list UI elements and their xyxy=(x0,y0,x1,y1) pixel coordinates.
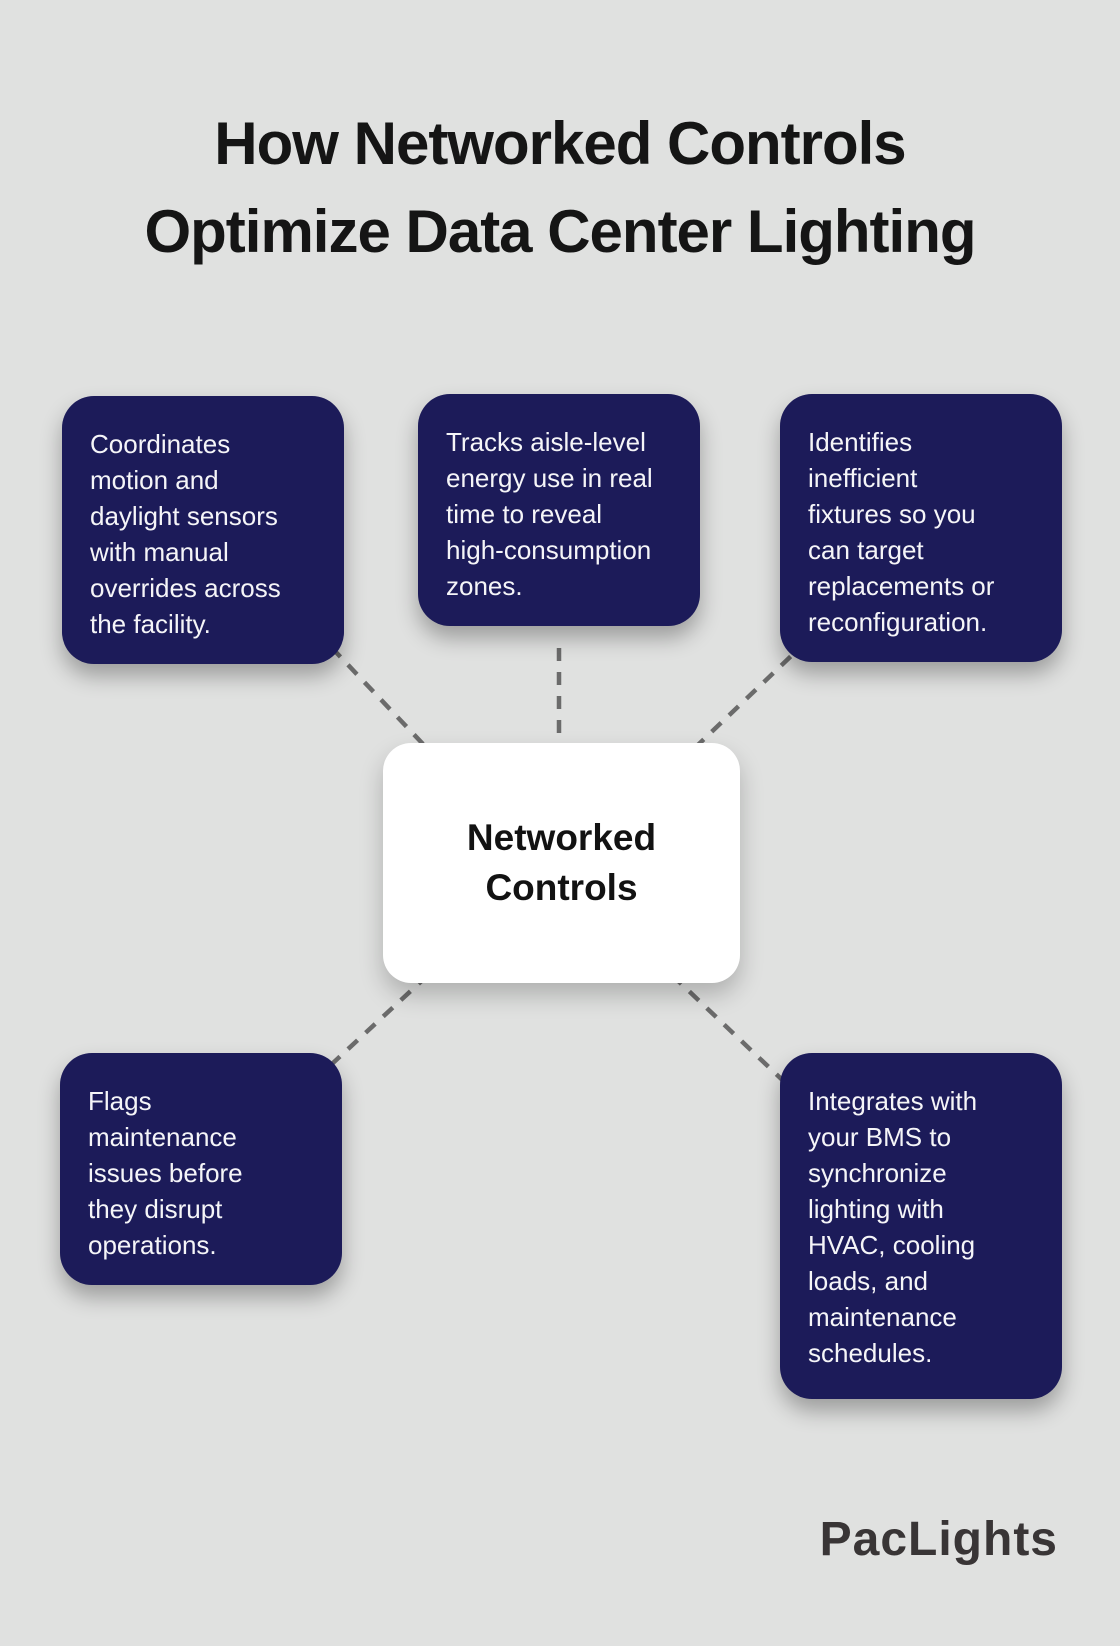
page-title-line-2: Optimize Data Center Lighting xyxy=(144,198,976,265)
benefit-box-bottom-right: Integrates with your BMS to synchronize … xyxy=(780,1053,1062,1399)
benefit-text-bottom-left: Flags maintenance issues before they dis… xyxy=(88,1086,243,1260)
benefit-text-top-center: Tracks aisle-level energy use in real ti… xyxy=(446,427,653,601)
brand-logo: PacLights xyxy=(819,1513,1058,1566)
benefit-box-bottom-left: Flags maintenance issues before they dis… xyxy=(60,1053,342,1285)
benefit-text-top-right: Identifies inefficient fixtures so you c… xyxy=(808,427,995,637)
benefit-box-top-left: Coordinates motion and daylight sensors … xyxy=(62,396,344,664)
connector-line-bottom-right xyxy=(670,973,797,1094)
benefit-box-top-right: Identifies inefficient fixtures so you c… xyxy=(780,394,1062,662)
benefit-text-bottom-right: Integrates with your BMS to synchronize … xyxy=(808,1086,978,1368)
connector-line-bottom-left xyxy=(318,973,430,1077)
page-title-line-1: How Networked Controls xyxy=(214,110,906,177)
center-node: Networked Controls xyxy=(383,743,740,983)
benefit-text-top-left: Coordinates motion and daylight sensors … xyxy=(90,429,281,639)
benefit-box-top-center: Tracks aisle-level energy use in real ti… xyxy=(418,394,700,626)
center-node-label: Networked Controls xyxy=(466,817,657,908)
connector-line-top-right xyxy=(678,638,810,764)
page-title: How Networked Controls Optimize Data Cen… xyxy=(0,100,1120,276)
